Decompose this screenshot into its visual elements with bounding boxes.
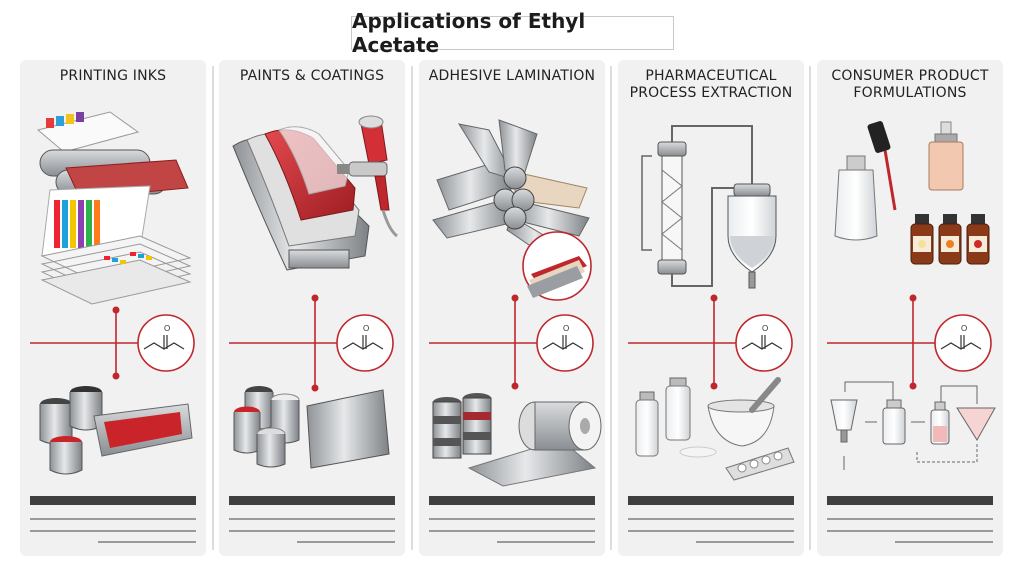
panel-title: CONSUMER PRODUCT FORMULATIONS bbox=[831, 68, 989, 101]
panel-divider bbox=[411, 66, 413, 550]
panel-printing-inks: PRINTING INKS bbox=[20, 60, 206, 556]
panel-divider bbox=[610, 66, 612, 550]
cosmetics-bottles-icon bbox=[834, 121, 990, 265]
ink-buckets-icon bbox=[39, 386, 193, 475]
vials-mortar-tablets-icon bbox=[635, 377, 795, 481]
paint-cans-icon bbox=[233, 386, 390, 469]
panel-title: PAINTS & COATINGS bbox=[239, 68, 385, 84]
essential-oil-bottles-icon bbox=[910, 214, 990, 265]
molecule-atom-label: O bbox=[762, 324, 768, 333]
molecule-atom-label: O bbox=[563, 324, 569, 333]
spray-gun-icon bbox=[232, 115, 398, 271]
panel-title: ADHESIVE LAMINATION bbox=[428, 68, 596, 84]
panel-adhesive-lamination: ADHESIVE LAMINATION O bbox=[419, 60, 605, 556]
panel-title: PHARMACEUTICAL PROCESS EXTRACTION bbox=[629, 68, 793, 101]
panel-divider bbox=[212, 66, 214, 550]
drums-and-film-roll-icon bbox=[432, 393, 602, 487]
extraction-column-icon bbox=[641, 125, 777, 289]
panel-title: PRINTING INKS bbox=[59, 68, 167, 84]
formulation-flow-icon bbox=[830, 381, 996, 470]
molecule-atom-label: O bbox=[164, 324, 170, 333]
page-title: Applications of Ethyl Acetate bbox=[351, 9, 674, 57]
panel-pharmaceutical-extraction: PHARMACEUTICAL PROCESS EXTRACTION O bbox=[618, 60, 804, 556]
panel-consumer-formulations: CONSUMER PRODUCT FORMULATIONS bbox=[817, 60, 1003, 556]
laminator-rollers-icon bbox=[432, 119, 592, 301]
molecule-atom-label: O bbox=[363, 324, 369, 333]
panel-divider bbox=[809, 66, 811, 550]
molecule-atom-label: O bbox=[961, 324, 967, 333]
panel-paints-coatings: PAINTS & COATINGS O bbox=[219, 60, 405, 556]
printing-press-icon bbox=[36, 111, 192, 305]
